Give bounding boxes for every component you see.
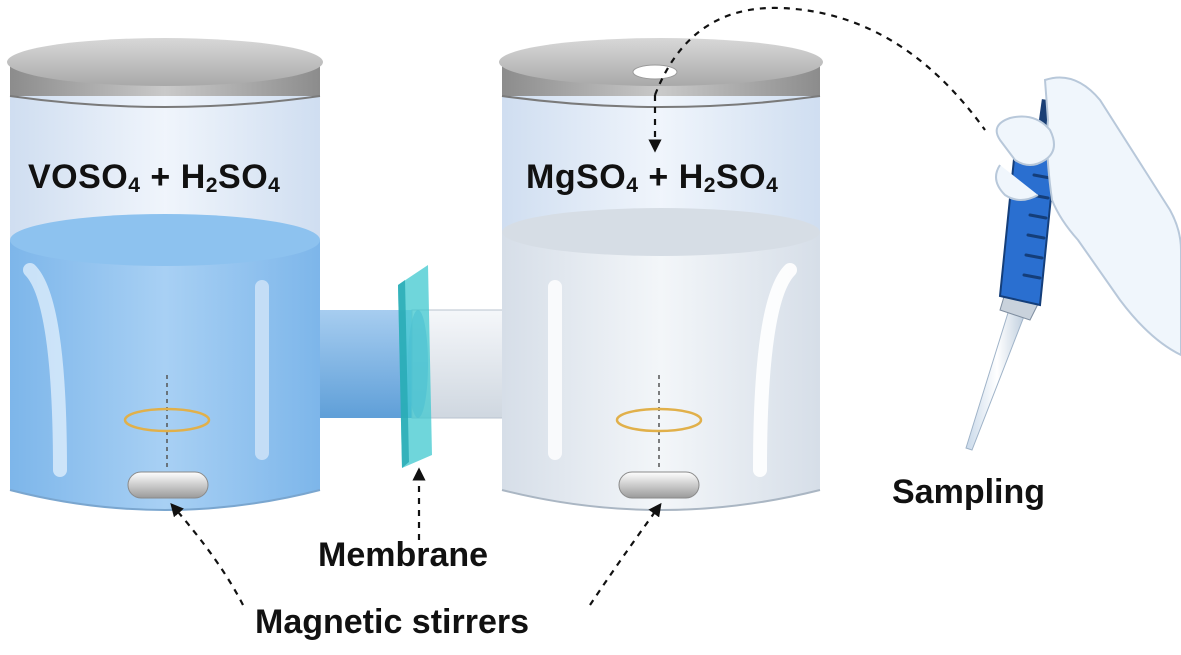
sampling-port-hole <box>632 64 678 80</box>
label-subscript: 2 <box>703 173 716 197</box>
left-vessel-bottom <box>9 489 321 511</box>
label-subscript: 4 <box>268 173 281 197</box>
left-vessel-liquid <box>10 240 320 510</box>
membrane <box>398 265 432 468</box>
right-lid-top <box>499 38 823 86</box>
glove-thumb <box>995 115 1055 166</box>
magnetic-stirrers-label: Magnetic stirrers <box>255 603 529 641</box>
label-subscript: 4 <box>766 173 779 197</box>
label-subscript: 2 <box>205 173 219 197</box>
label-subscript: 4 <box>626 173 639 197</box>
gloved-hand <box>1043 76 1181 357</box>
left-lid-rim <box>9 95 321 108</box>
right-vessel <box>499 38 823 511</box>
pipette-tip <box>965 299 1029 451</box>
left-glass-highlight-2 <box>255 280 269 460</box>
left-liquid-surface <box>10 214 320 266</box>
right-liquid-surface <box>502 208 820 256</box>
label-part: + H <box>140 158 206 196</box>
label-part: VOSO <box>28 158 129 196</box>
right-stir-bar <box>618 471 700 499</box>
right-glass-highlight <box>753 263 797 477</box>
label-part: SO <box>218 158 269 196</box>
pipette-with-hand <box>965 76 1181 451</box>
annotation-arrows <box>170 6 986 606</box>
membrane-label: Membrane <box>318 536 489 574</box>
left-glass-highlight <box>23 263 67 477</box>
stirrer-pointer-arrow-right <box>589 502 662 606</box>
left-lid-top <box>7 38 323 86</box>
glove-finger <box>995 164 1039 201</box>
label-part: MgSO <box>526 158 627 196</box>
label-part: + H <box>638 158 704 196</box>
left-solution-label: VOSO4 + H2SO4 <box>28 158 280 198</box>
label-subscript: 4 <box>128 173 141 197</box>
right-lid-rim <box>501 95 821 108</box>
membrane-edge <box>398 280 409 468</box>
left-stir-bar <box>127 471 209 499</box>
sampling-curve-arrow <box>653 6 986 131</box>
label-part: SO <box>716 158 767 196</box>
left-vessel <box>7 38 323 511</box>
right-glass-highlight-2 <box>548 280 562 460</box>
stirrer-pointer-arrow-left <box>170 503 244 606</box>
right-solution-label: MgSO4 + H2SO4 <box>526 158 778 198</box>
right-vessel-liquid <box>502 232 820 510</box>
left-rotation-arrow-icon <box>123 407 211 433</box>
right-rotation-arrow-icon <box>615 407 703 433</box>
sampling-label: Sampling <box>892 473 1046 511</box>
